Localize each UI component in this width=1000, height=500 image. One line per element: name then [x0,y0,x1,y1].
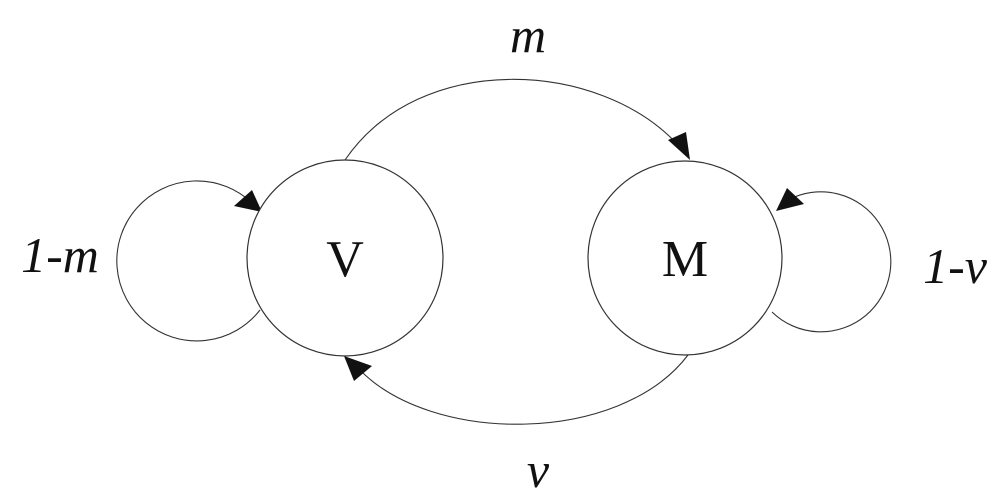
self-loop-m-label: 1-v [923,238,988,294]
self-loop-v-label: 1-m [21,227,99,283]
state-m-label: M [662,231,708,288]
edge-m-to-v-arrowhead [344,356,372,381]
edge-v-to-m [344,78,679,161]
edge-m-to-v [357,354,689,425]
edge-v-to-m-label: m [510,7,546,63]
self-loop-m-arrowhead [776,188,804,211]
state-v-label: V [326,231,364,288]
state-v-node [246,159,444,357]
self-loop-v-edge [116,180,261,342]
edge-v-to-m-arrowhead [668,132,690,160]
self-loop-v-arrowhead [234,190,262,212]
self-loop-m-edge [771,191,892,333]
state-m-node [587,160,783,356]
edge-m-to-v-label: v [527,442,550,498]
